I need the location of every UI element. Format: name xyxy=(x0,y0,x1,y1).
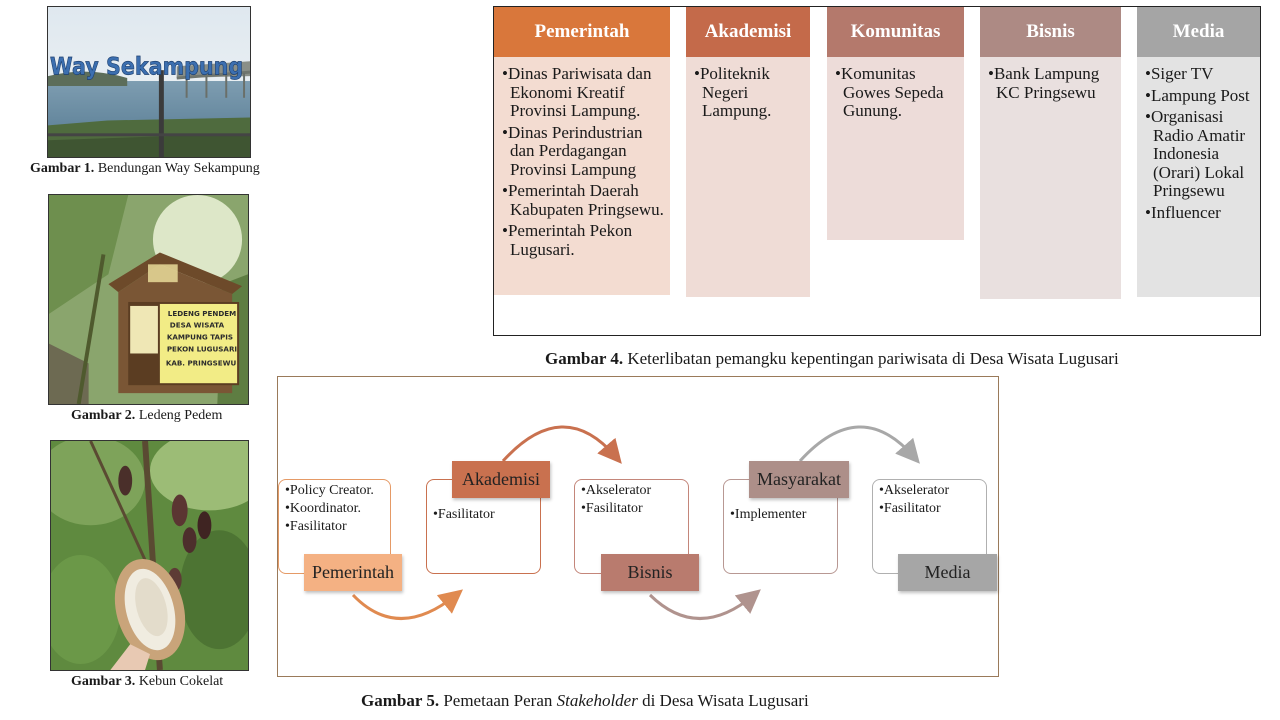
role-tag-pemerintah: Pemerintah xyxy=(304,554,402,591)
caption-gambar-1: Gambar 1. Bendungan Way Sekampung xyxy=(30,161,260,177)
column-body: •Politeknik Negeri Lampung. xyxy=(686,57,810,297)
role-item: •Fasilitator xyxy=(285,519,347,534)
caption-text: Bendungan Way Sekampung xyxy=(94,161,260,176)
column-header: Akademisi xyxy=(686,7,810,57)
role-item: •Implementer xyxy=(730,507,807,522)
sign-line-4: PEKON LUGUSARI xyxy=(167,345,237,354)
list-item: •Bank Lampung KC Pringsewu xyxy=(988,64,1100,102)
stakeholder-column-bisnis: Bisnis •Bank Lampung KC Pringsewu xyxy=(980,7,1121,299)
role-item: •Akselerator xyxy=(879,483,950,498)
sign-text-way-sekampung: Way Sekampung xyxy=(50,53,243,81)
stakeholder-column-pemerintah: Pemerintah •Dinas Pariwisata dan Ekonomi … xyxy=(494,7,670,295)
list-item: •Pemerintah Pekon Lugusari. xyxy=(502,221,633,259)
role-item: •Fasilitator xyxy=(433,507,495,522)
sign-line-2: DESA WISATA xyxy=(170,321,225,330)
sign-line-3: KAMPUNG TAPIS xyxy=(167,333,233,342)
role-item: •Koordinator. xyxy=(285,501,362,516)
stakeholder-column-media: Media •Siger TV •Lampung Post•Organisasi R… xyxy=(1137,7,1260,297)
caption-text-em: Stakeholder xyxy=(556,691,638,710)
stakeholder-involvement-diagram: Pemerintah •Dinas Pariwisata dan Ekonomi … xyxy=(493,6,1261,336)
photo-ledeng-pedem: LEDENG PENDEM DESA WISATA KAMPUNG TAPIS … xyxy=(48,194,249,405)
role-tag-media: Media xyxy=(898,554,997,591)
column-header: Bisnis xyxy=(980,7,1121,57)
sign-line-1: LEDENG PENDEM xyxy=(168,309,236,318)
list-item: •Organisasi Radio Amatir Indonesia (Orar… xyxy=(1145,107,1246,200)
role-box-media: •Akselerator •Fasilitator xyxy=(872,479,987,574)
list-item: •Dinas Perindustrian dan Perdagangan Pro… xyxy=(502,122,643,179)
caption-label: Gambar 3. xyxy=(71,674,136,689)
caption-label: Gambar 1. xyxy=(30,161,95,176)
caption-label: Gambar 5. xyxy=(361,691,440,710)
column-header: Komunitas xyxy=(827,7,964,57)
stakeholder-column-komunitas: Komunitas •Komunitas Gowes Sepeda Gunung. xyxy=(827,7,964,240)
caption-label: Gambar 2. xyxy=(71,408,136,423)
caption-gambar-5: Gambar 5. Pemetaan Peran Stakeholder di … xyxy=(361,691,809,711)
column-body: •Dinas Pariwisata dan Ekonomi Kreatif Pr… xyxy=(494,57,670,295)
role-item: •Akselerator xyxy=(581,483,652,498)
caption-text-post: di Desa Wisata Lugusari xyxy=(637,691,809,710)
list-item: •Politeknik Negeri Lampung. xyxy=(694,64,772,120)
list-item: •Lampung Post xyxy=(1145,85,1250,105)
role-item: •Policy Creator. xyxy=(285,483,374,498)
caption-gambar-4: Gambar 4. Keterlibatan pemangku kepentin… xyxy=(545,349,1119,369)
role-tag-bisnis: Bisnis xyxy=(601,554,699,591)
role-tag-akademisi: Akademisi xyxy=(452,461,550,498)
column-body: •Bank Lampung KC Pringsewu xyxy=(980,57,1121,299)
caption-text: Kebun Cokelat xyxy=(135,674,224,689)
role-box-pemerintah: •Policy Creator. •Koordinator. •Fasilitato… xyxy=(278,479,391,574)
arrow-akademisi-to-bisnis xyxy=(501,425,622,464)
column-body: •Komunitas Gowes Sepeda Gunung. xyxy=(827,57,964,240)
stakeholder-column-akademisi: Akademisi •Politeknik Negeri Lampung. xyxy=(686,7,810,297)
stakeholder-role-mapping-diagram: •Policy Creator. •Koordinator. •Fasilitato… xyxy=(277,376,999,677)
caption-text: Ledeng Pedem xyxy=(135,408,223,423)
list-item: •Dinas Pariwisata dan Ekonomi Kreatif Pr… xyxy=(502,64,652,120)
list-item: •Influencer xyxy=(1145,202,1221,222)
arrow-masyarakat-to-media xyxy=(798,425,920,464)
arrow-pemerintah-to-akademisi xyxy=(351,589,463,620)
role-tag-masyarakat: Masyarakat xyxy=(749,461,849,498)
photo-bendungan-way-sekampung: Way Sekampung xyxy=(47,6,251,158)
caption-gambar-2: Gambar 2. Ledeng Pedem xyxy=(71,408,222,424)
list-item: •Pemerintah Daerah Kabupaten Pringsewu. xyxy=(502,181,664,219)
list-item: •Komunitas Gowes Sepeda Gunung. xyxy=(835,64,944,120)
column-header: Pemerintah xyxy=(494,7,670,57)
caption-gambar-3: Gambar 3. Kebun Cokelat xyxy=(71,674,223,690)
role-item: •Fasilitator xyxy=(879,501,941,516)
column-body: •Siger TV •Lampung Post•Organisasi Radio … xyxy=(1137,57,1260,297)
column-header: Media xyxy=(1137,7,1260,57)
role-item: •Fasilitator xyxy=(581,501,643,516)
caption-label: Gambar 4. xyxy=(545,349,624,368)
role-box-bisnis: •Akselerator •Fasilitator xyxy=(574,479,689,574)
list-item: •Siger TV xyxy=(1145,64,1214,83)
photo-kebun-cokelat xyxy=(50,440,249,671)
sign-line-5: KAB. PRINGSEWU xyxy=(166,358,237,367)
arrow-bisnis-to-masyarakat xyxy=(648,589,761,620)
caption-text-pre: Pemetaan Peran xyxy=(439,691,557,710)
caption-text: Keterlibatan pemangku kepentingan pariwi… xyxy=(623,349,1119,368)
